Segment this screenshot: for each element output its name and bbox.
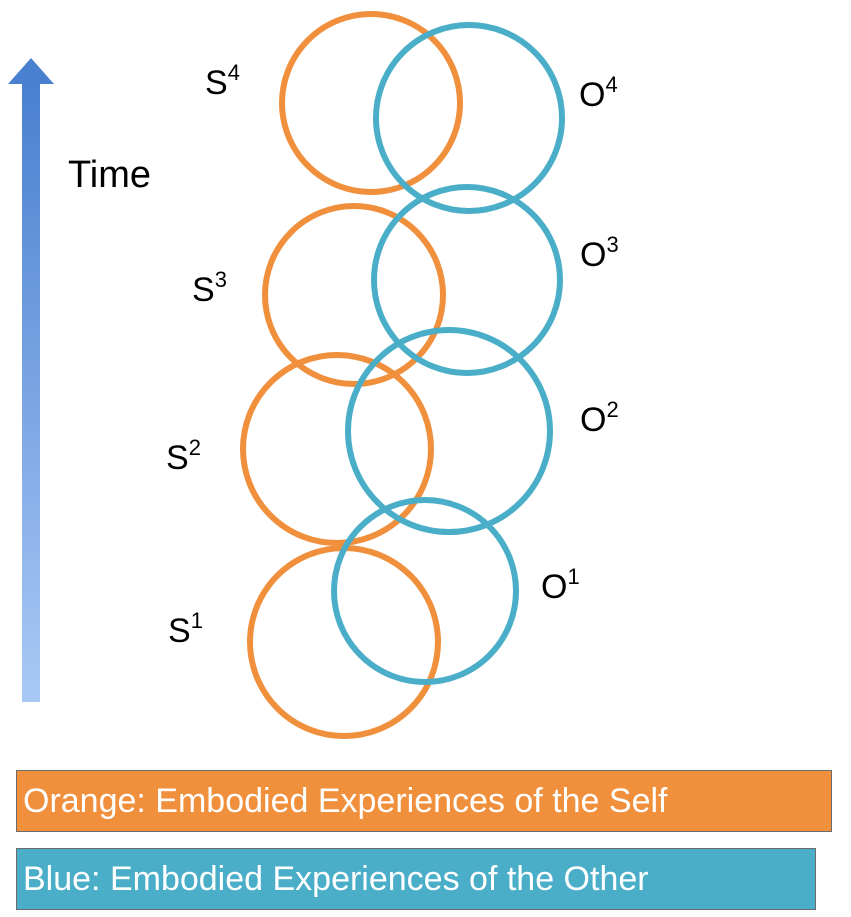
self-label-4: S4: [205, 60, 240, 102]
other-circle-4: [373, 22, 565, 214]
time-arrow-shaft: [22, 82, 40, 702]
self-label-3: S3: [192, 267, 227, 309]
other-circle-2: [345, 327, 553, 535]
time-arrow: [8, 58, 54, 702]
time-label: Time: [68, 154, 152, 196]
self-circle-1: [247, 545, 441, 739]
self-circle-4: [279, 11, 463, 195]
other-label-4: O4: [579, 72, 618, 114]
legend-orange: Orange: Embodied Experiences of the Self: [16, 770, 832, 832]
other-label-2: O2: [580, 397, 619, 439]
time-arrow-head: [8, 58, 54, 84]
self-circle-3: [262, 203, 446, 387]
other-label-3: O3: [580, 232, 619, 274]
self-label-2: S2: [166, 435, 201, 477]
other-label-1: O1: [541, 564, 580, 606]
self-circle-2: [240, 352, 434, 546]
other-circle-1: [331, 497, 519, 685]
self-label-1: S1: [168, 608, 203, 650]
legend-blue: Blue: Embodied Experiences of the Other: [16, 848, 816, 910]
other-circle-3: [371, 184, 563, 376]
